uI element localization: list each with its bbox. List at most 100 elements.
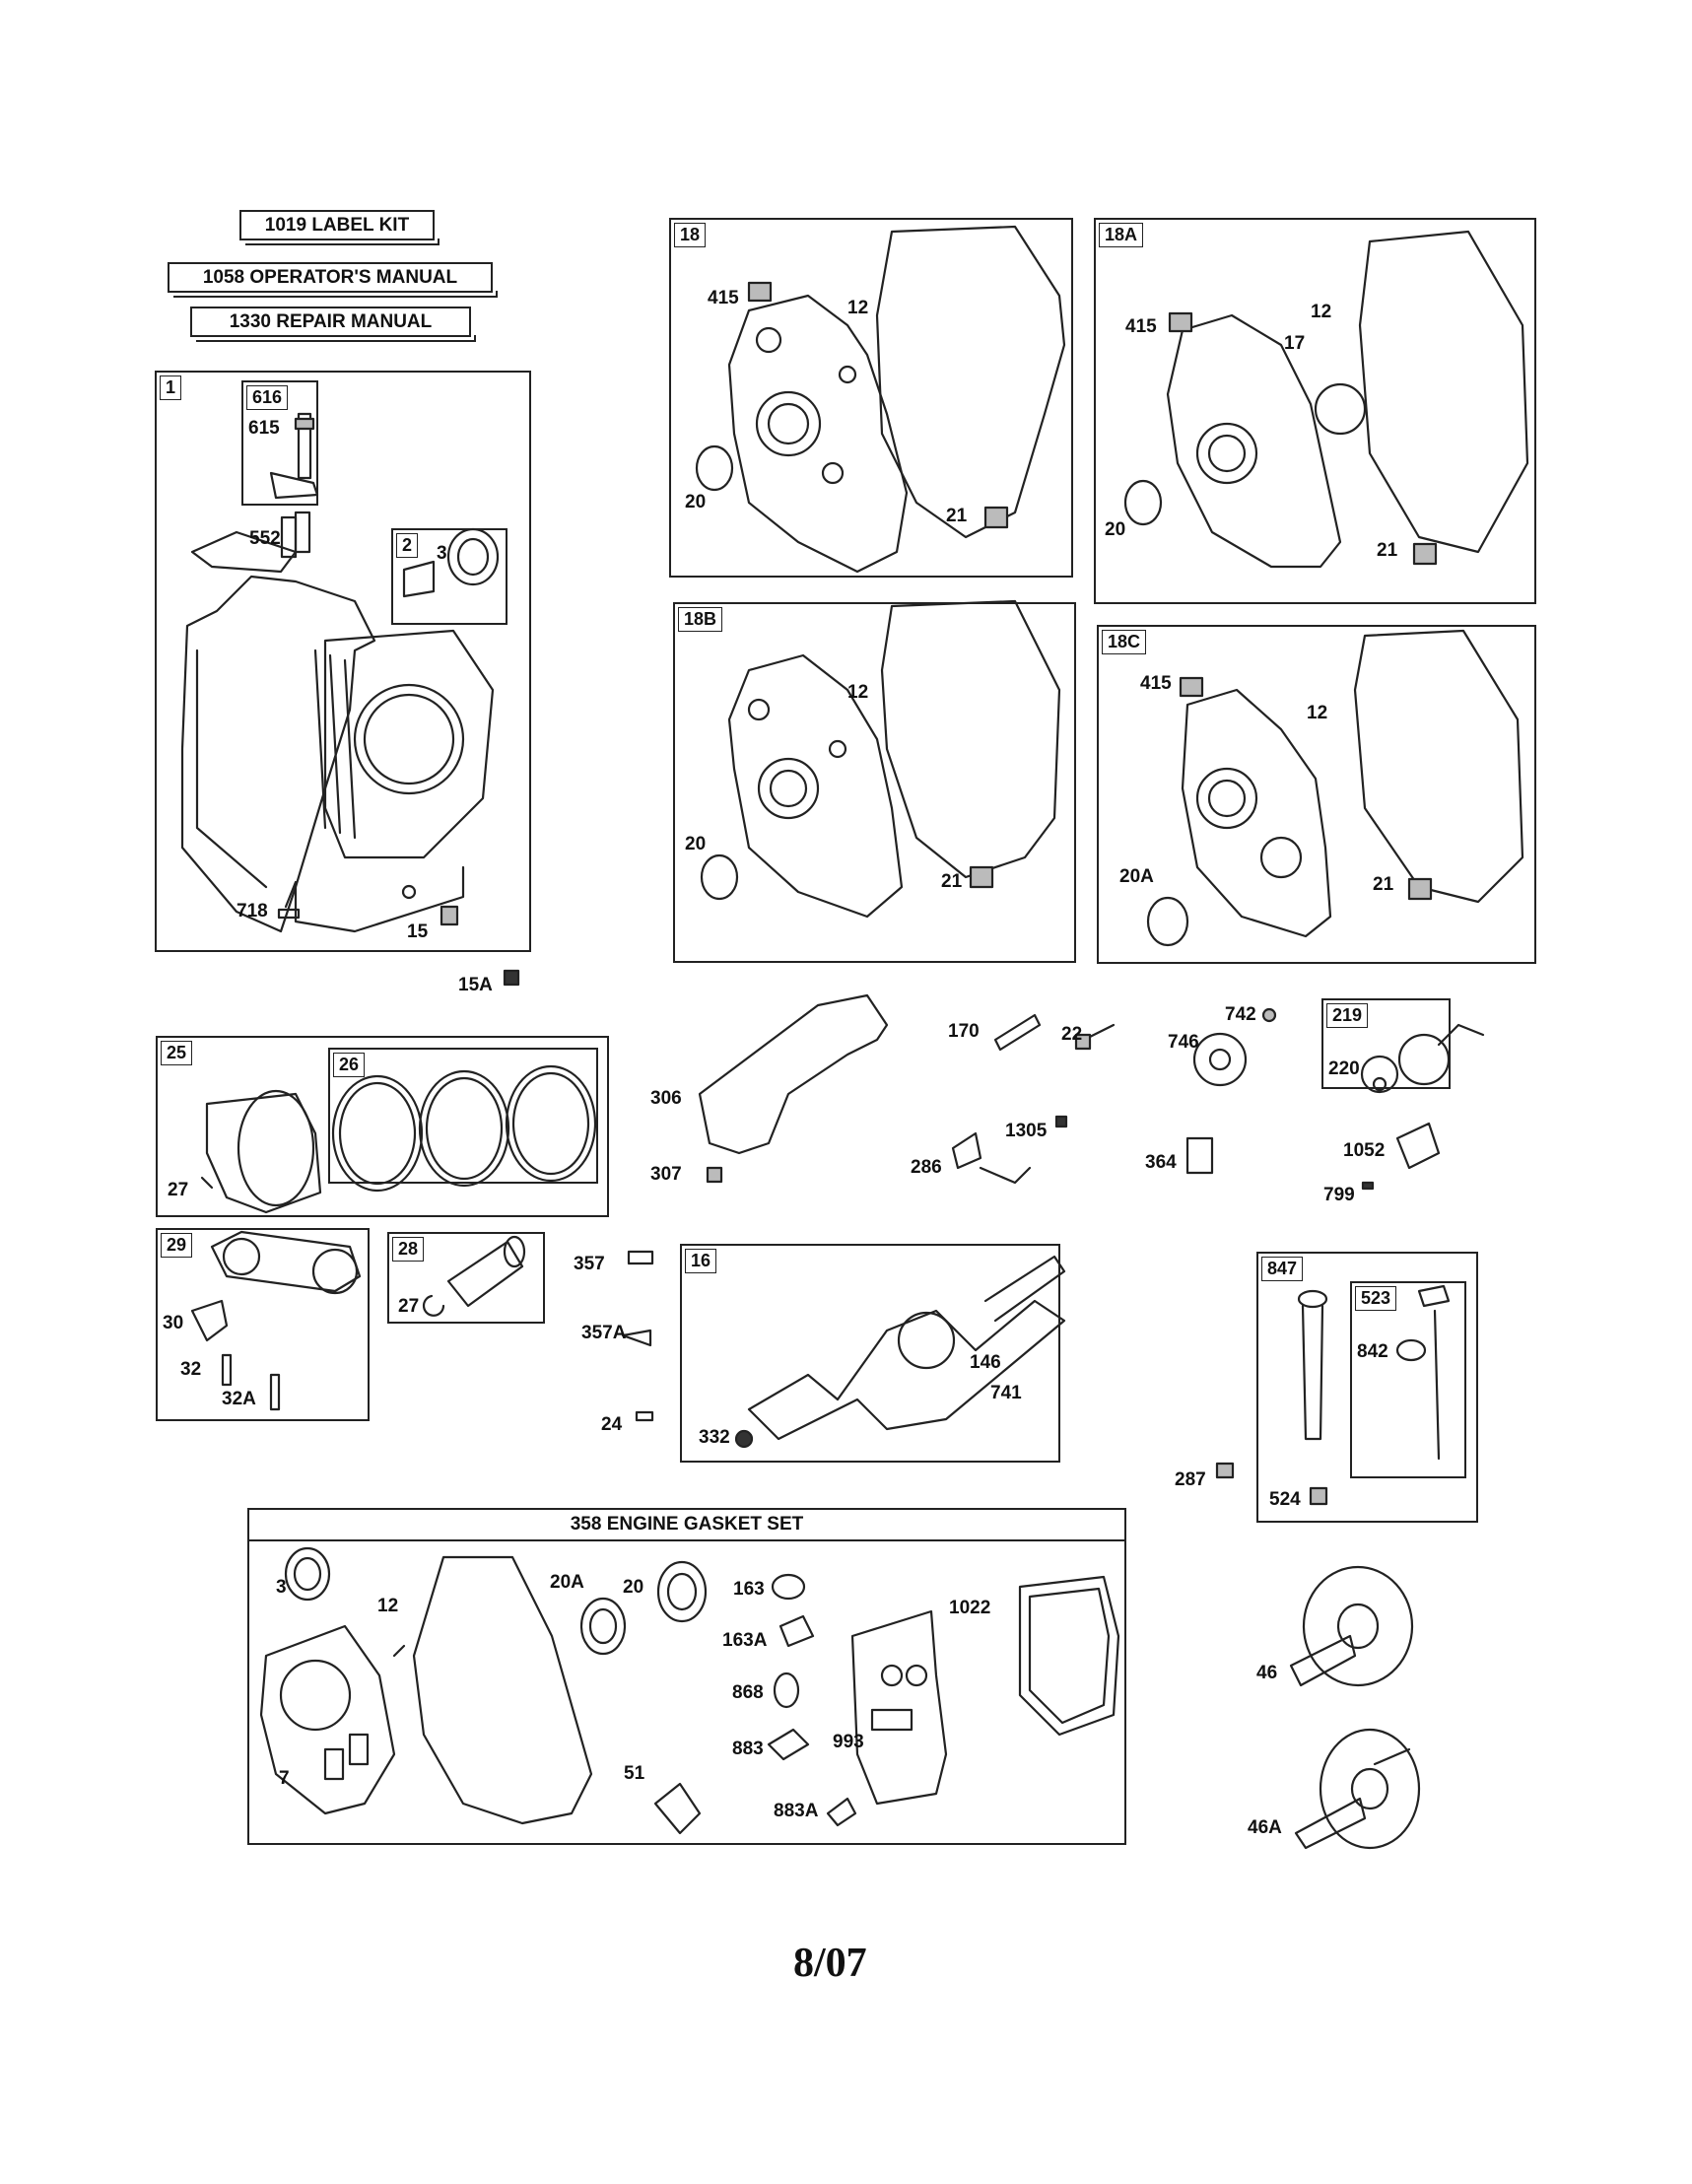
crankcase-cover-18b-drawing bbox=[700, 599, 1061, 919]
cylinder-block-drawing bbox=[180, 511, 520, 987]
part-label-364: 364 bbox=[1145, 1152, 1177, 1173]
part-label-332: 332 bbox=[699, 1427, 730, 1448]
repair-manual-header: 1330 REPAIR MANUAL bbox=[190, 307, 476, 342]
part-label-357: 357 bbox=[574, 1254, 605, 1274]
part-label-718: 718 bbox=[237, 901, 268, 921]
shroud-drawing bbox=[698, 993, 889, 1184]
part-label-307: 307 bbox=[650, 1164, 682, 1185]
part-label-1052: 1052 bbox=[1343, 1140, 1386, 1161]
connecting-rod-drawing bbox=[190, 1230, 362, 1411]
part-label-170: 170 bbox=[948, 1021, 980, 1042]
group-523-dipstick: 523 bbox=[1350, 1281, 1466, 1478]
part-label-799: 799 bbox=[1323, 1185, 1355, 1205]
group-2-seal: 2 bbox=[391, 528, 508, 625]
part-label-552: 552 bbox=[249, 528, 281, 549]
group-26-rings: 26 bbox=[328, 1048, 598, 1184]
group-25-piston: 25 bbox=[156, 1036, 609, 1217]
part-label-286: 286 bbox=[911, 1157, 942, 1178]
misc-small-parts-drawing bbox=[951, 1007, 1485, 1191]
piston-drawing bbox=[200, 1089, 322, 1214]
group-219-governor: 219 bbox=[1321, 998, 1451, 1089]
group-tag: 2 bbox=[396, 533, 419, 558]
group-tag: 1 bbox=[160, 375, 182, 400]
part-label-12: 12 bbox=[847, 298, 869, 318]
part-label-3: 3 bbox=[437, 543, 447, 564]
group-tag: 28 bbox=[392, 1237, 425, 1262]
part-label-868: 868 bbox=[732, 1682, 764, 1703]
group-tag: 219 bbox=[1326, 1003, 1369, 1028]
part-label-21: 21 bbox=[1373, 874, 1394, 895]
part-label-32: 32 bbox=[180, 1359, 202, 1380]
part-label-524: 524 bbox=[1269, 1489, 1301, 1510]
gasket-set-title: 358 ENGINE GASKET SET bbox=[249, 1510, 1124, 1541]
part-label-12: 12 bbox=[847, 682, 869, 703]
group-18a-cover: 18A bbox=[1094, 218, 1536, 604]
group-18-cover: 18 bbox=[669, 218, 1073, 578]
group-tag: 18B bbox=[678, 607, 723, 632]
part-label-30: 30 bbox=[163, 1313, 184, 1333]
part-label-32a: 32A bbox=[222, 1389, 256, 1409]
group-tag: 616 bbox=[246, 385, 289, 410]
group-tag: 16 bbox=[685, 1249, 717, 1273]
part-label-163: 163 bbox=[733, 1579, 765, 1600]
group-tag: 523 bbox=[1355, 1286, 1397, 1311]
part-label-993: 993 bbox=[833, 1732, 864, 1752]
group-tag: 18C bbox=[1102, 630, 1147, 654]
crankcase-cover-18c-drawing bbox=[1146, 629, 1524, 947]
part-label-21: 21 bbox=[946, 506, 968, 526]
part-label-20a: 20A bbox=[1119, 866, 1154, 887]
part-label-220: 220 bbox=[1328, 1058, 1360, 1079]
group-tag: 18 bbox=[674, 223, 707, 247]
piston-rings-drawing bbox=[331, 1064, 597, 1193]
part-label-306: 306 bbox=[650, 1088, 682, 1109]
part-label-20a: 20A bbox=[550, 1572, 584, 1593]
part-label-27: 27 bbox=[168, 1180, 189, 1200]
part-label-746: 746 bbox=[1168, 1032, 1199, 1053]
part-label-12: 12 bbox=[1311, 302, 1332, 322]
group-28-pin: 28 bbox=[387, 1232, 545, 1324]
group-29-rod: 29 bbox=[156, 1228, 370, 1421]
part-label-12: 12 bbox=[1307, 703, 1328, 723]
operators-manual-header: 1058 OPERATOR'S MANUAL bbox=[168, 262, 498, 298]
part-label-415: 415 bbox=[708, 288, 739, 308]
part-label-415: 415 bbox=[1125, 316, 1157, 337]
group-358-gasket-set: 358 ENGINE GASKET SET bbox=[247, 1508, 1126, 1845]
part-label-883: 883 bbox=[732, 1739, 764, 1759]
part-label-741: 741 bbox=[990, 1383, 1022, 1403]
part-label-21: 21 bbox=[941, 871, 963, 892]
part-label-163a: 163A bbox=[722, 1630, 768, 1651]
part-label-12: 12 bbox=[377, 1596, 399, 1616]
part-label-24: 24 bbox=[601, 1414, 623, 1435]
group-tag: 25 bbox=[161, 1041, 193, 1065]
part-label-146: 146 bbox=[970, 1352, 1001, 1373]
dipstick-drawing bbox=[1215, 1284, 1451, 1506]
group-847-dipstick: 847 bbox=[1256, 1252, 1478, 1523]
part-label-15a: 15A bbox=[458, 975, 493, 995]
part-label-742: 742 bbox=[1225, 1004, 1256, 1025]
part-label-20: 20 bbox=[1105, 519, 1126, 540]
part-label-1022: 1022 bbox=[949, 1598, 991, 1618]
group-tag: 29 bbox=[161, 1233, 193, 1258]
keys-drawing bbox=[621, 1250, 654, 1422]
crankcase-cover-18-drawing bbox=[695, 225, 1066, 574]
group-tag: 847 bbox=[1261, 1257, 1304, 1281]
part-label-20: 20 bbox=[685, 834, 707, 854]
seal-sleeve-drawing bbox=[402, 527, 500, 598]
part-label-7: 7 bbox=[279, 1768, 290, 1789]
part-label-46: 46 bbox=[1256, 1663, 1278, 1683]
part-label-15: 15 bbox=[407, 921, 429, 942]
gasket-set-drawing bbox=[259, 1546, 1120, 1835]
part-label-3: 3 bbox=[276, 1577, 287, 1598]
group-616-valve: 616 bbox=[241, 380, 318, 506]
group-18b-cover: 18B bbox=[673, 602, 1076, 963]
part-label-842: 842 bbox=[1357, 1341, 1388, 1362]
camshaft-drawing bbox=[1289, 1565, 1421, 1850]
part-label-1305: 1305 bbox=[1005, 1121, 1048, 1141]
part-label-51: 51 bbox=[624, 1763, 645, 1784]
part-label-615: 615 bbox=[248, 418, 280, 439]
part-label-17: 17 bbox=[1284, 333, 1306, 354]
part-label-46a: 46A bbox=[1248, 1817, 1282, 1838]
label-kit-header: 1019 LABEL KIT bbox=[239, 210, 440, 245]
part-label-883a: 883A bbox=[774, 1801, 819, 1821]
